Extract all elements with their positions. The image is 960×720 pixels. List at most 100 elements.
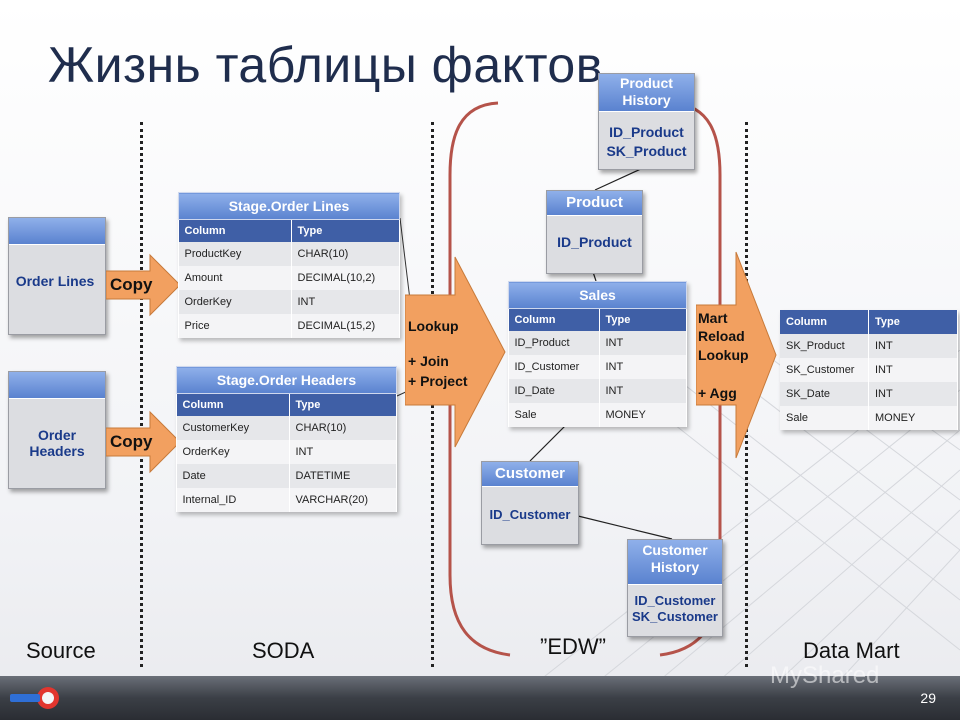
copy-label-lines: Copy (110, 275, 153, 294)
type-header: Type (289, 393, 397, 416)
table-row: SK_Product INT (780, 334, 958, 358)
lookup-text-3: + Project (408, 373, 468, 389)
stage-order-headers-table: Stage.Order Headers Column Type Customer… (176, 366, 397, 512)
table-row: ID_Product INT (508, 331, 687, 355)
cell: Price (178, 314, 292, 338)
type-header: Type (291, 219, 400, 242)
sales-table: Sales Column Type ID_Product INT ID_Cust… (508, 281, 687, 427)
stage-order-lines-table: Stage.Order Lines Column Type ProductKey… (178, 192, 400, 338)
table-row: Date DATETIME (176, 464, 397, 488)
cell: MONEY (599, 403, 687, 427)
customer-entity[interactable]: Customer ID_Customer (481, 461, 579, 545)
copy-arrow-lines (106, 253, 181, 317)
cell: CHAR(10) (291, 242, 400, 266)
table-row: OrderKey INT (178, 290, 400, 314)
cell: INT (599, 331, 687, 355)
stage-order-headers-title: Stage.Order Headers (176, 366, 397, 394)
cell: VARCHAR(20) (289, 488, 397, 512)
sales-title: Sales (508, 281, 687, 309)
source-order-headers[interactable]: Order Headers (8, 371, 106, 489)
mart-arrow (696, 251, 777, 459)
zone-soda: SODA (252, 638, 315, 663)
cell: INT (868, 382, 958, 406)
lookup-text-2: + Join (408, 353, 449, 369)
source-order-lines[interactable]: Order Lines (8, 217, 106, 335)
cell: OrderKey (176, 440, 290, 464)
mart-text-2: Reload (698, 328, 745, 344)
customer-history-entity[interactable]: Customer History ID_Customer SK_Customer (627, 539, 723, 637)
cell: Sale (508, 403, 600, 427)
product-history-entity[interactable]: Product History ID_Product SK_Product (598, 73, 695, 170)
cell: INT (868, 358, 958, 382)
customer-body: ID_Customer (489, 507, 571, 522)
column-header: Column (176, 393, 290, 416)
source-order-lines-label: Order Lines (15, 273, 95, 289)
zone-data-mart: Data Mart (803, 638, 900, 663)
source-order-lines-header (9, 218, 105, 245)
column-header: Column (780, 310, 869, 334)
product-history-line2: SK_Product (606, 143, 687, 159)
source-order-headers-header (9, 372, 105, 399)
table-row: ID_Customer INT (508, 355, 687, 379)
table-row: Sale MONEY (508, 403, 687, 427)
table-row: Amount DECIMAL(10,2) (178, 266, 400, 290)
cell: CustomerKey (176, 416, 290, 440)
cell: Date (176, 464, 290, 488)
cell: ID_Date (508, 379, 600, 403)
table-row: OrderKey INT (176, 440, 397, 464)
cell: SK_Product (780, 334, 869, 358)
zone-source: Source (26, 638, 96, 663)
cell: ID_Product (508, 331, 600, 355)
mart-text-3: Lookup (698, 347, 749, 363)
cell: INT (599, 355, 687, 379)
mart-text-1: Mart (698, 310, 728, 326)
zone-edw: ”EDW” (540, 634, 606, 659)
cell: INT (868, 334, 958, 358)
lookup-text-1: Lookup (408, 318, 459, 334)
cell: INT (289, 440, 397, 464)
company-logo (10, 687, 59, 709)
divider-source-soda (140, 122, 143, 667)
lookup-arrow (405, 256, 506, 448)
type-header: Type (868, 310, 958, 334)
product-entity[interactable]: Product ID_Product (546, 190, 643, 274)
table-row: Sale MONEY (780, 406, 958, 430)
column-header: Column (508, 308, 600, 331)
table-row: CustomerKey CHAR(10) (176, 416, 397, 440)
table-row: SK_Customer INT (780, 358, 958, 382)
table-row: SK_Date INT (780, 382, 958, 406)
cell: MONEY (868, 406, 958, 430)
copy-label-headers: Copy (110, 432, 153, 451)
slide-title: Жизнь таблицы фактов (48, 37, 603, 93)
cell: DECIMAL(10,2) (291, 266, 400, 290)
cell: INT (599, 379, 687, 403)
footer-bar (0, 676, 960, 720)
customer-title: Customer (482, 462, 578, 487)
mart-table: Column Type SK_Product INT SK_Customer I… (780, 310, 958, 430)
product-title: Product (547, 191, 642, 216)
cell: SK_Date (780, 382, 869, 406)
source-order-headers-label: Order Headers (29, 427, 85, 459)
cell: DECIMAL(15,2) (291, 314, 400, 338)
stage-order-lines-title: Stage.Order Lines (178, 192, 400, 220)
cell: SK_Customer (780, 358, 869, 382)
table-row: ProductKey CHAR(10) (178, 242, 400, 266)
mart-text-4: + Agg (698, 385, 737, 401)
table-row: ID_Date INT (508, 379, 687, 403)
customer-history-line2: SK_Customer (632, 609, 718, 624)
cell: ID_Customer (508, 355, 600, 379)
table-row: Internal_ID VARCHAR(20) (176, 488, 397, 512)
product-history-line1: ID_Product (609, 124, 684, 140)
cell: Sale (780, 406, 869, 430)
product-body: ID_Product (557, 234, 632, 250)
cell: OrderKey (178, 290, 292, 314)
cell: ProductKey (178, 242, 292, 266)
customer-history-line1: ID_Customer (634, 593, 716, 608)
cell: DATETIME (289, 464, 397, 488)
cell: Amount (178, 266, 292, 290)
cell: Internal_ID (176, 488, 290, 512)
cell: CHAR(10) (289, 416, 397, 440)
watermark: MyShared (770, 662, 880, 689)
type-header: Type (599, 308, 687, 331)
